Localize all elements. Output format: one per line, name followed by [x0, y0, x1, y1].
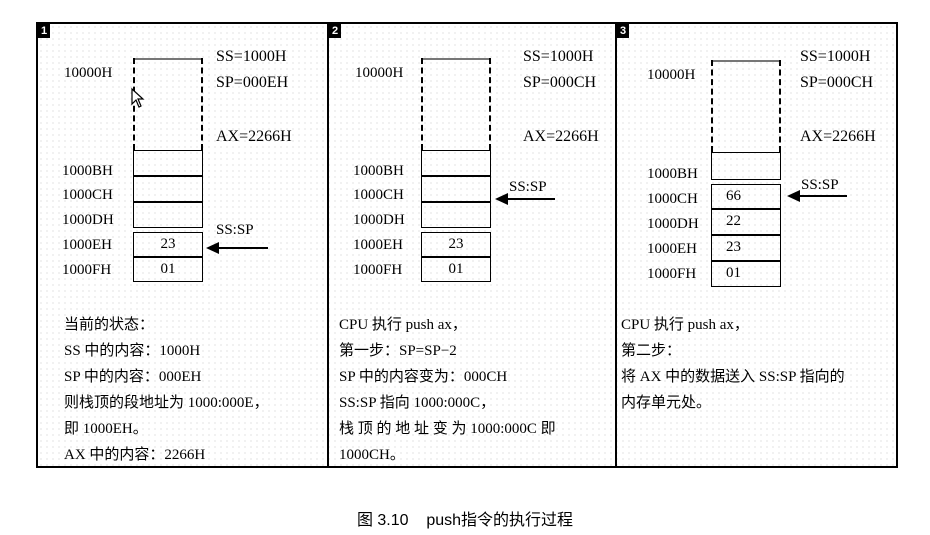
ss-register: SS=1000H [800, 48, 871, 65]
description-line: 则栈顶的段地址为 1000:000E， [64, 395, 269, 411]
stack-cell [421, 176, 491, 202]
ss-register: SS=1000H [216, 48, 287, 65]
stack-cell: 66 [711, 184, 781, 209]
description-line: 即 1000EH。 [64, 421, 148, 437]
description-line: SP 中的内容：000EH [64, 369, 202, 385]
address-label: 1000DH [647, 216, 699, 232]
address-label: 1000CH [647, 191, 698, 207]
stack-cell: 01 [711, 261, 781, 287]
description-line: 栈 顶 的 地 址 变 为 1000:000C 即 [339, 421, 556, 437]
stack-top-edge [711, 60, 781, 62]
figure-caption: 图 3.10 push指令的执行过程 [356, 512, 574, 529]
ax-register: AX=2266H [523, 128, 599, 145]
pointer-label: SS:SP [509, 179, 547, 195]
stack-top-edge [421, 58, 491, 60]
ax-register: AX=2266H [216, 128, 292, 145]
description-line: 将 AX 中的数据送入 SS:SP 指向的 [621, 369, 845, 385]
stack-gap [421, 58, 491, 150]
address-label: 1000FH [647, 266, 697, 282]
top-address: 10000H [647, 67, 696, 83]
description-line: 第二步： [621, 343, 682, 359]
description-line: SS:SP 指向 1000:000C， [339, 395, 496, 411]
address-label: 1000BH [353, 163, 404, 179]
panel-divider [327, 24, 329, 466]
stack-cell [133, 202, 203, 228]
description-line: SP 中的内容变为：000CH [339, 369, 508, 385]
mouse-cursor-icon [131, 87, 145, 108]
sp-register: SP=000CH [523, 74, 597, 91]
stack-cell: 01 [421, 257, 491, 282]
description-line: CPU 执行 push ax， [621, 317, 749, 333]
sp-register: SP=000CH [800, 74, 874, 91]
push-diagram-figure: 1 SS=1000H SP=000EH AX=2266H 10000H 23 0… [36, 22, 898, 468]
stack-gap [133, 58, 203, 150]
stack-cell: 01 [133, 257, 203, 282]
stack-cell: 23 [133, 232, 203, 257]
top-address: 10000H [355, 65, 404, 81]
address-label: 1000FH [62, 262, 112, 278]
stack-cell: 23 [711, 235, 781, 261]
description-line: AX 中的内容：2266H [64, 447, 206, 463]
stack-top-edge [133, 58, 203, 60]
address-label: 1000EH [353, 237, 403, 253]
left-arrow-icon [787, 190, 847, 202]
stack-cell [421, 202, 491, 228]
panel-3: 3 SS=1000H SP=000CH AX=2266H 10000H 66 2… [617, 24, 898, 466]
address-label: 1000CH [353, 187, 404, 203]
address-label: 1000BH [62, 163, 113, 179]
sp-register: SP=000EH [216, 74, 289, 91]
address-label: 1000BH [647, 166, 698, 182]
description-line: CPU 执行 push ax， [339, 317, 467, 333]
description-line: 当前的状态： [64, 317, 155, 333]
stack-cell: 23 [421, 232, 491, 257]
stack-cell [133, 176, 203, 202]
address-label: 1000FH [353, 262, 403, 278]
stack-cell [421, 150, 491, 176]
address-label: 1000DH [62, 212, 114, 228]
ax-register: AX=2266H [800, 128, 876, 145]
pointer-label: SS:SP [216, 222, 254, 238]
panel-1: 1 SS=1000H SP=000EH AX=2266H 10000H 23 0… [38, 24, 327, 466]
top-address: 10000H [64, 65, 113, 81]
stack-gap [711, 60, 781, 152]
left-arrow-icon [206, 242, 268, 254]
panel-divider [615, 24, 617, 466]
address-label: 1000EH [62, 237, 112, 253]
pointer-label: SS:SP [801, 177, 839, 193]
stack-cell: 22 [711, 209, 781, 235]
stack-cell [711, 152, 781, 180]
address-label: 1000EH [647, 241, 697, 257]
panel-2: 2 SS=1000H SP=000CH AX=2266H 10000H 23 0… [329, 24, 615, 466]
panel-number: 1 [38, 24, 50, 38]
description-line: SS 中的内容：1000H [64, 343, 201, 359]
stack-cell [133, 150, 203, 176]
description-line: 1000CH。 [339, 447, 405, 463]
address-label: 1000CH [62, 187, 113, 203]
description-line: 第一步：SP=SP−2 [339, 343, 457, 359]
panel-number: 2 [329, 24, 341, 38]
address-label: 1000DH [353, 212, 405, 228]
ss-register: SS=1000H [523, 48, 594, 65]
description-line: 内存单元处。 [621, 395, 712, 411]
panel-number: 3 [617, 24, 629, 38]
left-arrow-icon [495, 193, 555, 205]
